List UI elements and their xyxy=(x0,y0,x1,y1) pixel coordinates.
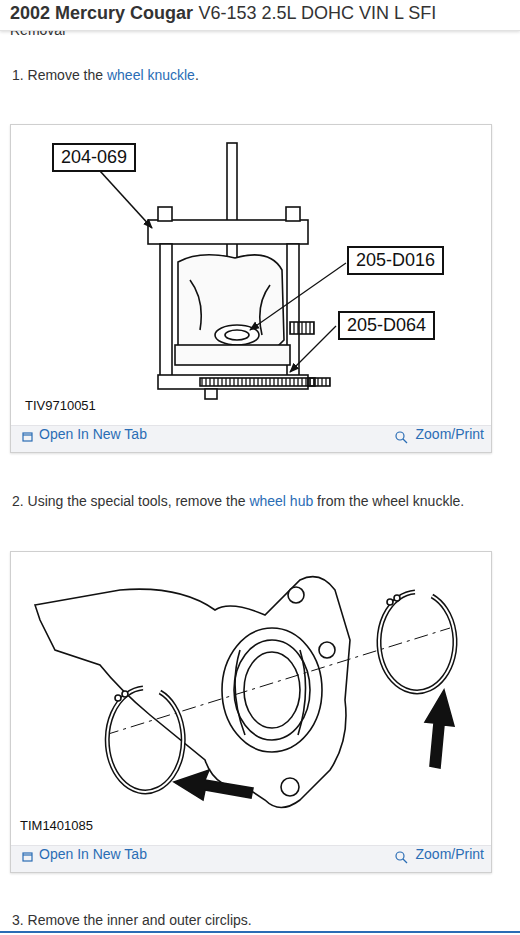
callout-number: 204-069 xyxy=(61,147,127,167)
step-text: 1. Remove the xyxy=(12,67,103,83)
page-title: 2002 Mercury CougarV6-153 2.5L DOHC VIN … xyxy=(10,3,436,24)
link-text: wheel knuckle xyxy=(107,67,195,83)
zoom-print-link: Zoom/Print xyxy=(416,426,484,442)
open-tab-link: Open In New Tab xyxy=(39,846,147,862)
instruction-step: 3. Remove the inner and outer circlips. xyxy=(12,912,252,928)
title-engine: V6-153 2.5L DOHC VIN L SFI xyxy=(198,3,436,23)
tool-callout-box: 205-D064 xyxy=(338,311,435,340)
callout-number: 205-D064 xyxy=(347,315,426,335)
knuckle-illustration xyxy=(35,577,455,808)
figure-id: TIV9710051 xyxy=(25,398,96,413)
zoom-print-link: Zoom/Print xyxy=(416,846,484,862)
instruction-step: 1. Remove thewheel knuckle. xyxy=(12,67,199,83)
step-text: . xyxy=(195,67,199,83)
open-tab-link: Open In New Tab xyxy=(39,426,147,442)
title-model: 2002 Mercury Cougar xyxy=(10,3,193,23)
tool-callout-box: 205-D016 xyxy=(347,246,444,275)
figure-id: TIM1401085 xyxy=(20,818,93,833)
link-text: wheel hub xyxy=(249,493,313,509)
tool-callout-box: 204-069 xyxy=(52,143,136,172)
step-text: 2. Using the special tools, remove the xyxy=(12,493,245,509)
puller-illustration xyxy=(100,143,346,399)
bottom-rule xyxy=(0,931,520,933)
step-text: from the wheel knuckle. xyxy=(317,493,464,509)
callout-number: 205-D016 xyxy=(356,250,435,270)
step-text: 3. Remove the inner and outer circlips. xyxy=(12,912,252,928)
instruction-step: 2. Using the special tools, remove thewh… xyxy=(12,493,464,509)
